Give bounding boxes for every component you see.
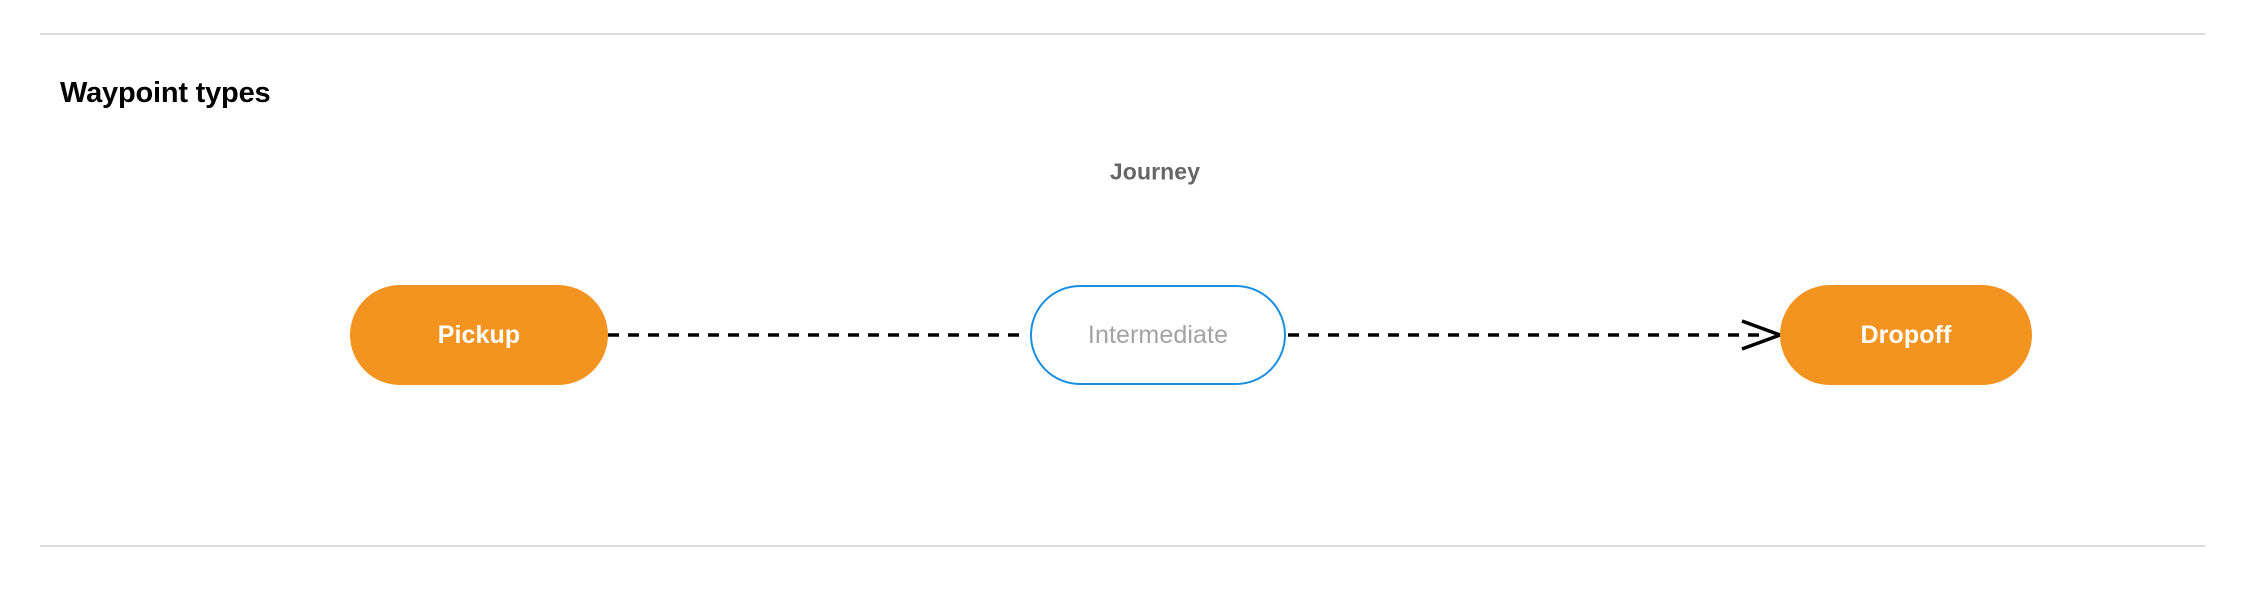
journey-group-label: Journey [1109,158,1201,185]
node-intermediate[interactable]: Intermediate [1030,285,1286,385]
section-divider-top [40,33,2205,35]
node-dropoff[interactable]: Dropoff [1780,285,2032,385]
section-divider-bottom [40,545,2205,547]
node-intermediate-label: Intermediate [1087,320,1229,349]
node-dropoff-label: Dropoff [1860,320,1952,349]
arrowhead-icon [1741,319,1786,351]
node-pickup[interactable]: Pickup [350,285,608,385]
node-pickup-label: Pickup [437,320,521,349]
page-title: Waypoint types [60,77,271,109]
